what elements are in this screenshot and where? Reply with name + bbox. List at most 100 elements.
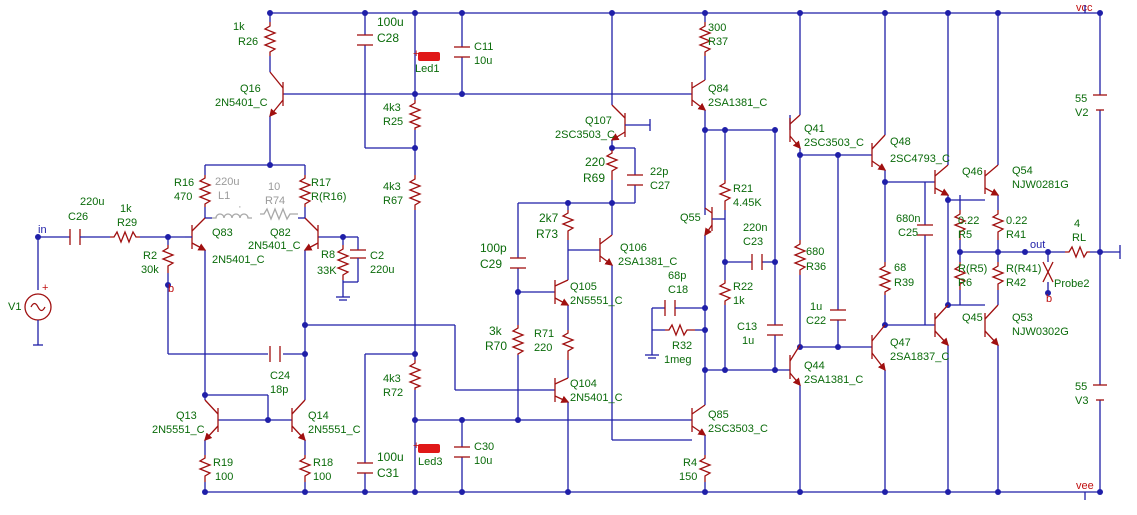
transistor-q41 [789, 114, 801, 149]
label-v3-value: 55 [1075, 381, 1087, 393]
label-c28-name: C28 [377, 31, 399, 45]
label-c23-name: C23 [743, 236, 763, 248]
inductor-l1 [212, 213, 252, 219]
label-c18-name: C18 [668, 284, 688, 296]
label-r74-name: R74 [265, 195, 285, 207]
label-r70-value: 3k [489, 324, 503, 338]
leds: + + [413, 48, 440, 453]
probe2 [1042, 261, 1054, 283]
label-c2-value: 220u [370, 264, 394, 276]
label-q53-part: NJW0302G [1012, 326, 1069, 338]
label-l1-value: 220u [215, 176, 239, 188]
node-b2: b [1046, 293, 1052, 305]
transistor-q14 [291, 399, 306, 441]
label-c13-name: C13 [737, 321, 757, 333]
label-q13-part: 2N5551_C [152, 424, 205, 436]
resistor-r72 [408, 360, 422, 390]
resistor-rl [1065, 245, 1090, 259]
label-c11-name: C11 [474, 41, 493, 53]
resistor-r26 [263, 22, 277, 56]
label-v3-name: V3 [1075, 395, 1088, 407]
resistor-r25 [408, 100, 422, 130]
label-c2-name: C2 [370, 250, 384, 262]
label-q82-part: 2N5401_C [248, 240, 301, 252]
label-r22-value: 1k [733, 295, 745, 307]
label-r36-value: 680 [806, 246, 824, 258]
label-r19-value: 100 [215, 471, 233, 483]
label-r4-value: 150 [679, 471, 697, 483]
svg-text:+: + [413, 48, 419, 60]
label-q107-name: Q107 [585, 115, 612, 127]
label-q13-name: Q13 [176, 410, 197, 422]
node-in: in [38, 224, 47, 236]
label-r69-name: R69 [583, 171, 605, 185]
resistor-r16 [198, 175, 212, 207]
resistor-r39 [878, 262, 892, 295]
label-q45: Q45 [962, 312, 983, 324]
label-r37-value: 300 [708, 22, 726, 34]
resistor-r21 [718, 180, 732, 210]
capacitor-c23 [751, 254, 763, 270]
transistor-q13 [204, 399, 219, 441]
label-c28-value: 100u [377, 15, 404, 29]
resistor-r19 [198, 455, 212, 482]
capacitor-c22 [830, 309, 846, 321]
label-q104-part: 2N5401_C [570, 392, 623, 404]
component-labels: 1k R26 100u C28 C11 10u Led1 300 R37 Q16… [8, 15, 1089, 483]
label-r8-value: 33K [317, 265, 337, 277]
source-v3 [1093, 384, 1107, 401]
label-r42-name: R42 [1006, 277, 1026, 289]
resistor-r74 [260, 207, 298, 221]
label-v2-value: 55 [1075, 93, 1087, 105]
label-rl-name: RL [1072, 232, 1086, 244]
label-r67-name: R67 [383, 195, 403, 207]
label-r5-value: 0.22 [958, 215, 979, 227]
label-r39-value: 68 [894, 262, 906, 274]
label-r5-name: R5 [958, 229, 972, 241]
resistor-r5 [953, 210, 967, 240]
node-out: out [1030, 239, 1045, 251]
label-q16-part: 2N5401_C [215, 97, 268, 109]
transistor-q83 [185, 217, 207, 251]
resistor-r67 [408, 175, 422, 210]
vee-label: vee [1076, 480, 1094, 492]
label-r8-name: R8 [321, 249, 335, 261]
label-r21-name: R21 [733, 183, 753, 195]
label-probe2: Probe2 [1054, 278, 1089, 290]
transistor-q106 [599, 234, 614, 266]
resistor-r32 [665, 323, 695, 337]
transistor-q48 [871, 134, 887, 171]
led3 [418, 444, 440, 453]
label-r72-name: R72 [383, 387, 403, 399]
label-c18-value: 68p [668, 270, 686, 282]
transistor-q47 [871, 324, 886, 372]
transistor-q105 [554, 279, 570, 306]
label-q14-name: Q14 [308, 410, 329, 422]
resistor-r70 [511, 325, 525, 355]
label-r73-value: 2k7 [539, 211, 559, 225]
transistor-q55 [704, 207, 725, 237]
label-r26-value: 1k [233, 21, 245, 33]
label-r39-name: R39 [894, 277, 914, 289]
transistor-q107 [610, 104, 651, 141]
resistor-r17 [298, 175, 312, 207]
label-r67-value: 4k3 [383, 181, 401, 193]
label-r18-value: 100 [313, 471, 331, 483]
resistor-r73 [561, 210, 575, 240]
label-c25-value: 680n [896, 213, 920, 225]
l1-extra-dot: · [238, 201, 242, 213]
label-r4-name: R4 [683, 457, 697, 469]
capacitor-c11 [454, 46, 470, 58]
capacitor-c26 [69, 229, 85, 245]
label-c26-value: 220u [80, 196, 104, 208]
label-q105-name: Q105 [570, 281, 597, 293]
label-q46: Q46 [962, 166, 983, 178]
resistor-r42 [991, 262, 1005, 290]
label-c24-name: C24 [270, 370, 290, 382]
label-c13-value: 1u [742, 335, 754, 347]
transistor-q85 [691, 404, 707, 436]
label-r36-name: R36 [806, 261, 826, 273]
transistor-q45 [934, 304, 949, 346]
label-r17-value: R(R16) [311, 191, 346, 203]
led1 [418, 52, 440, 61]
